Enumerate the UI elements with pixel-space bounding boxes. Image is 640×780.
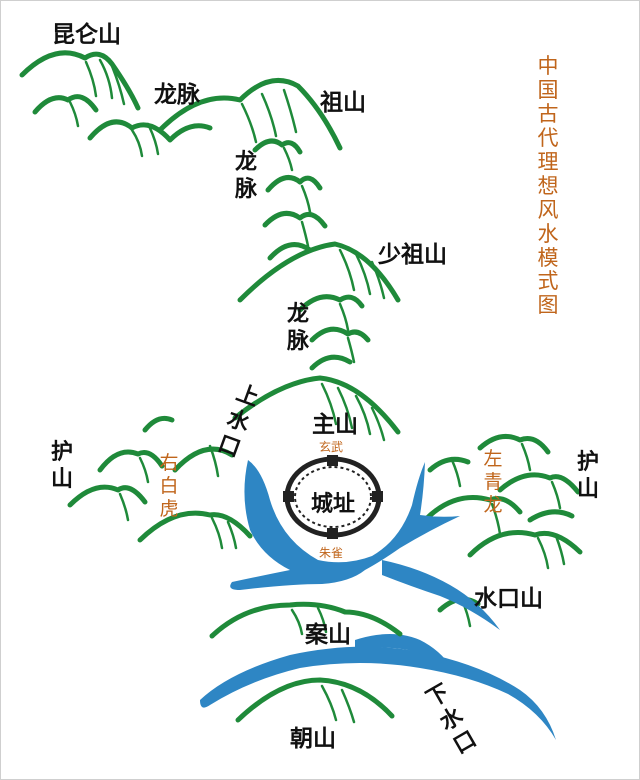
label-dragon-vein-top: 龙脉 <box>154 82 200 108</box>
label-table-mountain: 案山 <box>305 622 351 648</box>
right-hushan-mountains <box>422 433 583 628</box>
label-city-site: 城址 <box>311 492 356 517</box>
label-main-mountain: 主山 <box>312 412 358 438</box>
city-gate-west <box>283 491 294 502</box>
label-vermilion-bird: 朱雀 <box>319 546 344 560</box>
label-white-tiger: 右白虎 <box>159 452 179 521</box>
city-gate-south <box>327 528 338 539</box>
left-hushan-mountains <box>67 415 253 550</box>
label-junior-ancestor-mountain: 少祖山 <box>378 242 447 268</box>
city-gate-east <box>372 491 383 502</box>
dragon-vein-ridges <box>252 138 328 261</box>
diagram-title: 中国古代理想风水模式图 <box>537 54 559 318</box>
chaoshan-mountain <box>235 677 395 724</box>
shaozushan-mountain <box>237 241 401 371</box>
label-kunlun-mountain: 昆仑山 <box>52 22 121 48</box>
label-ancestor-mountain: 祖山 <box>320 90 366 116</box>
label-dragon-vein-lower: 龙脉 <box>286 302 309 354</box>
city-site <box>283 455 383 539</box>
label-water-mouth-mountain: 水口山 <box>474 586 543 612</box>
city-gate-north <box>327 455 338 466</box>
anshan-mountain <box>209 601 403 639</box>
label-azure-dragon: 左青龙 <box>483 448 503 517</box>
label-protecting-mountain-right: 护山 <box>576 450 599 502</box>
zushan-mountain <box>157 77 343 151</box>
label-protecting-mountain-left: 护山 <box>50 440 73 492</box>
kunlun-mountains <box>19 50 213 158</box>
label-black-tortoise: 玄武 <box>319 440 344 454</box>
label-dragon-vein-upper: 龙脉 <box>234 150 257 202</box>
water-system <box>200 460 556 740</box>
label-facing-mountain: 朝山 <box>290 726 336 752</box>
zhushan-mountain <box>232 375 401 442</box>
